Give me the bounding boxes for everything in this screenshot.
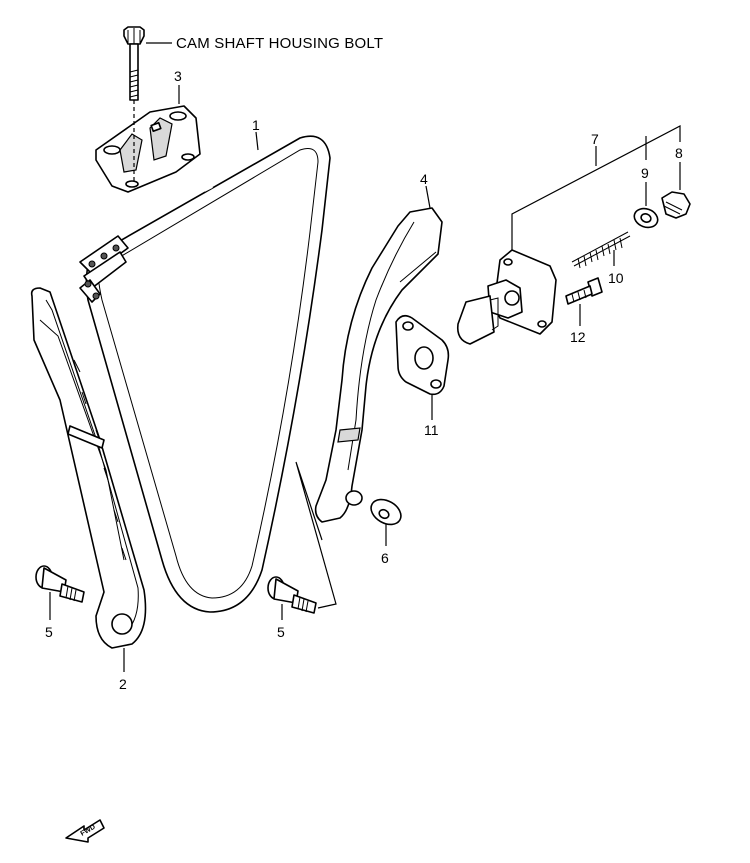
assembly-leader-lines bbox=[295, 461, 337, 609]
part-6-washer bbox=[370, 498, 402, 526]
part-6-number: 6 bbox=[381, 550, 389, 566]
leader-part-1 bbox=[255, 131, 259, 151]
chain-link-segment bbox=[79, 235, 129, 303]
part-8-plug-bolt bbox=[661, 191, 691, 219]
part-12-bolt bbox=[565, 277, 603, 305]
part-5-right-number: 5 bbox=[277, 624, 285, 640]
part-9-washer bbox=[633, 207, 659, 229]
fwd-arrow-icon: FWD bbox=[65, 819, 105, 843]
part-2-tensioner-guide bbox=[30, 287, 147, 649]
part-5-bolt-left bbox=[35, 565, 85, 603]
part-11-number: 11 bbox=[424, 422, 439, 438]
part-12-number: 12 bbox=[570, 329, 586, 345]
part-1-number: 1 bbox=[252, 117, 260, 133]
part-7-number: 7 bbox=[591, 131, 599, 147]
part-10-number: 10 bbox=[608, 270, 624, 286]
part-5-bolt-right bbox=[267, 576, 317, 614]
part-1-cam-chain bbox=[79, 135, 331, 613]
leader-part-4 bbox=[425, 185, 431, 209]
part-4-chain-guide bbox=[314, 207, 443, 523]
part-2-number: 2 bbox=[119, 676, 127, 692]
part-8-number: 8 bbox=[675, 145, 683, 161]
part-4-number: 4 bbox=[420, 171, 428, 187]
part-3-guide-bracket bbox=[95, 100, 201, 193]
leader-part-7 bbox=[511, 125, 681, 250]
cam-shaft-bolt-callout: CAM SHAFT HOUSING BOLT bbox=[176, 35, 383, 52]
part-11-gasket bbox=[395, 314, 450, 396]
part-3-number: 3 bbox=[174, 68, 182, 84]
part-5-left-number: 5 bbox=[45, 624, 53, 640]
part-7-tensioner-assembly bbox=[456, 249, 557, 345]
part-9-number: 9 bbox=[641, 165, 649, 181]
cam-shaft-housing-bolt bbox=[123, 26, 145, 101]
part-10-spring bbox=[571, 231, 631, 269]
